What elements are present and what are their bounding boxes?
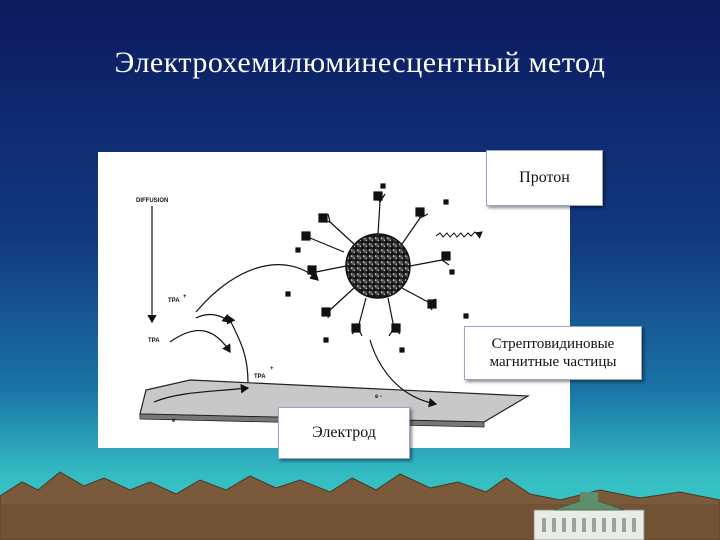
e-minus-label: e - — [375, 394, 382, 400]
slide-title: Электрохемилюминесцентный метод — [114, 46, 606, 79]
light-emission-squiggle — [435, 231, 483, 239]
e-left-label: e — [172, 418, 176, 424]
mountains-decoration — [0, 471, 720, 540]
magnetic-bead — [345, 233, 411, 299]
tpa-dot-sup: + — [270, 366, 274, 372]
particles-callout-line2: магнитные частицы — [489, 354, 617, 370]
tpa-label: TPA — [148, 338, 160, 344]
building-icon — [533, 492, 645, 540]
electrode-plate — [139, 379, 531, 423]
tpa-plus-label: TPA — [168, 298, 180, 304]
tpa-dot-label: TPA — [254, 374, 266, 380]
electrode-callout: Электрод — [278, 407, 410, 459]
diffusion-label: DIFFUSION — [136, 198, 168, 204]
reaction-arrows — [153, 264, 438, 408]
particles-callout-line1: Стрептовидиновые — [491, 336, 615, 352]
proton-callout: Протон — [486, 150, 603, 206]
particles-callout: Стрептовидиновые магнитные частицы — [464, 326, 642, 380]
electrode-callout-text: Электрод — [312, 424, 376, 441]
proton-callout-text: Протон — [519, 169, 570, 186]
tpa-plus-sup: + — [183, 294, 187, 300]
antibody-spokes — [285, 183, 469, 353]
